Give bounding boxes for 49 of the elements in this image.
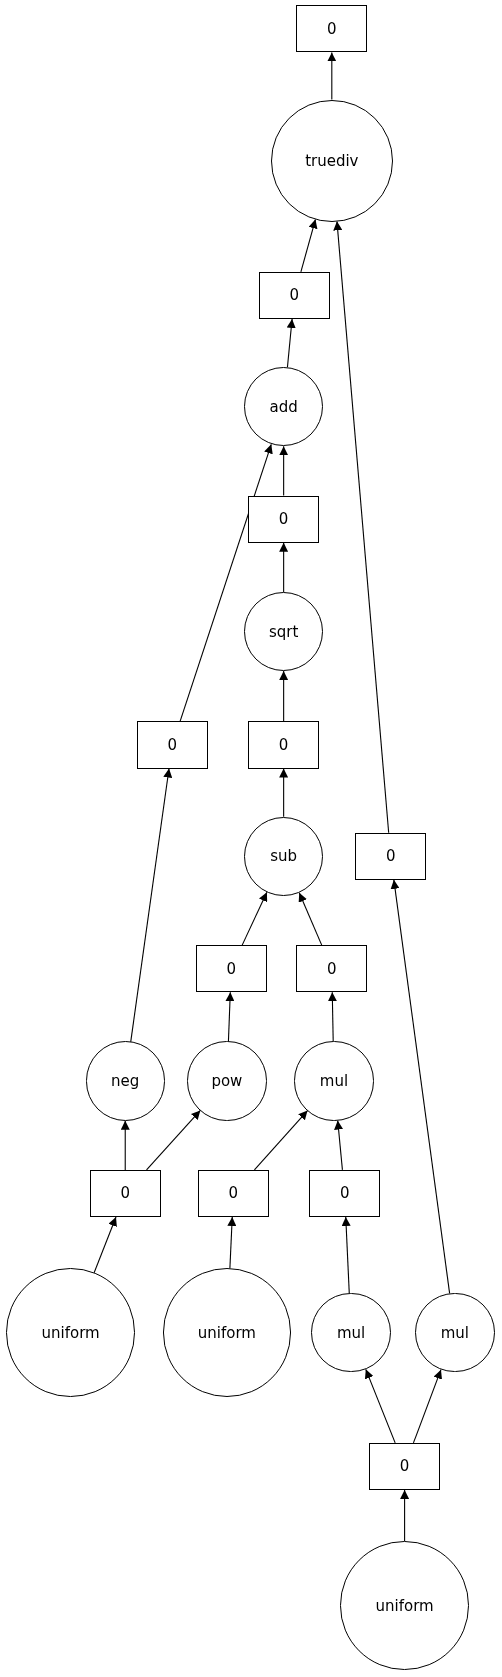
output-box: 0	[309, 1169, 380, 1217]
arrow	[279, 445, 289, 497]
output-box: 0	[296, 945, 368, 993]
arrow	[146, 1109, 201, 1171]
operation-circle: uniform	[6, 1268, 135, 1397]
arrow	[327, 991, 337, 1042]
arrow	[179, 443, 273, 722]
output-box: 0	[296, 5, 368, 53]
arrow	[93, 1216, 117, 1274]
output-box: 0	[195, 945, 267, 993]
arrow	[327, 51, 337, 101]
arrow	[120, 1120, 130, 1171]
operation-circle: uniform	[340, 1541, 469, 1670]
output-box: 0	[137, 721, 208, 769]
operation-circle: uniform	[162, 1268, 292, 1397]
output-box: 0	[248, 495, 319, 543]
output-box: 0	[369, 1442, 440, 1490]
arrow	[279, 767, 289, 818]
operation-circle: mul	[311, 1293, 391, 1373]
output-box: 0	[89, 1169, 161, 1217]
arrow	[390, 879, 451, 1294]
arrow	[286, 318, 296, 368]
output-box: 0	[355, 832, 426, 880]
output-box: 0	[259, 271, 330, 319]
arrow	[241, 891, 268, 946]
arrow	[341, 1216, 351, 1294]
operation-circle: sub	[244, 816, 324, 896]
operation-circle: neg	[85, 1041, 165, 1121]
arrow	[130, 767, 173, 1043]
arrow	[400, 1489, 410, 1542]
arrow	[225, 991, 235, 1043]
output-box: 0	[248, 721, 319, 769]
operation-circle: pow	[187, 1041, 267, 1121]
operation-circle: mul	[294, 1041, 374, 1121]
operation-circle: mul	[415, 1293, 495, 1373]
arrow	[279, 670, 289, 722]
operation-circle: truediv	[270, 99, 393, 222]
output-box: 0	[198, 1169, 269, 1217]
arrow	[334, 1119, 344, 1171]
operation-circle: sqrt	[244, 591, 324, 672]
arrow	[333, 220, 390, 834]
arrow	[279, 542, 289, 593]
arrow	[364, 1368, 396, 1444]
arrow	[227, 1216, 237, 1269]
arrow	[253, 1110, 309, 1171]
arrow	[300, 218, 318, 273]
arrow	[298, 892, 323, 946]
arrow	[412, 1369, 442, 1444]
operation-circle: add	[244, 367, 324, 447]
